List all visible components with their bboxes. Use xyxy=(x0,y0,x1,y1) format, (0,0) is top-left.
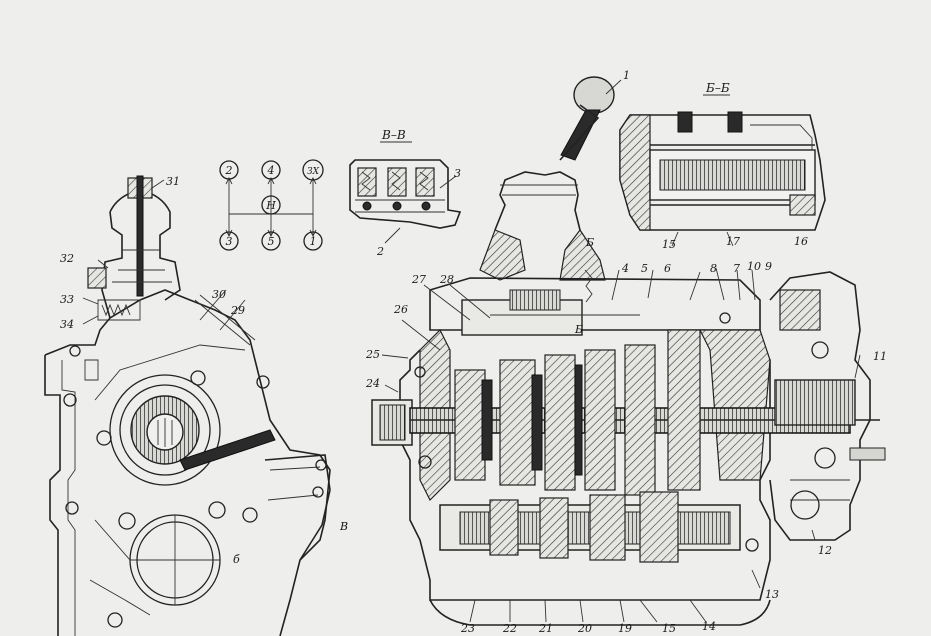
callout-22: 22 xyxy=(502,622,517,635)
callout-10: 10 xyxy=(747,260,761,273)
svg-text:4: 4 xyxy=(267,164,275,177)
callout-3: 3 xyxy=(454,167,461,180)
callout-9: 9 xyxy=(765,260,772,273)
svg-text:ЗХ: ЗХ xyxy=(307,167,320,177)
callout-28: 28 xyxy=(439,273,454,286)
callout-25: 25 xyxy=(365,348,380,361)
callout-17: 17 xyxy=(726,235,740,248)
callout-11: 11 xyxy=(873,350,887,363)
shift-position-reverse: ЗХ xyxy=(302,159,324,181)
callout-13: 13 xyxy=(765,588,779,601)
svg-text:Н: Н xyxy=(265,199,276,212)
shift-position-4: 4 xyxy=(261,160,281,180)
callout-31: 31 xyxy=(166,175,180,188)
callout-24: 24 xyxy=(365,377,380,390)
shift-position-3: 3 xyxy=(219,231,239,251)
callout-20: 20 xyxy=(577,622,592,635)
svg-text:3: 3 xyxy=(226,235,233,248)
section-bb-view: Б–Б xyxy=(619,81,826,231)
section-arrow-v-side: В xyxy=(339,520,348,533)
shift-position-5: 5 xyxy=(261,231,281,251)
callout-32: 32 xyxy=(60,252,74,265)
callout-14: 14 xyxy=(702,620,716,633)
svg-text:5: 5 xyxy=(268,235,275,248)
main-section-view xyxy=(371,76,886,626)
callout-7: 7 xyxy=(733,262,740,275)
callout-12: 12 xyxy=(818,544,832,557)
callout-8: 8 xyxy=(710,262,717,275)
callout-30: 30 xyxy=(212,288,226,301)
callout-23: 23 xyxy=(460,622,475,635)
svg-text:2: 2 xyxy=(225,164,233,177)
callout-5: 5 xyxy=(641,262,648,275)
callout-4: 4 xyxy=(621,262,629,275)
section-arrow-b-left: б xyxy=(233,553,240,566)
section-vv-view: В–В xyxy=(349,128,462,229)
section-label-vv: В–В xyxy=(381,128,406,142)
callout-21: 21 xyxy=(538,622,553,635)
callout-15: 15 xyxy=(662,238,676,251)
callout-labels: 1 2 3 4 5 6 7 8 9 10 11 12 13 14 15 16 1… xyxy=(60,69,887,635)
section-arrow-b-top: Б xyxy=(585,236,594,249)
gear-lever xyxy=(559,76,615,161)
arrow-letters: Б Б В б xyxy=(233,236,594,566)
callout-34: 34 xyxy=(60,318,74,331)
front-view xyxy=(44,175,331,636)
callout-27: 27 xyxy=(411,273,426,286)
shift-position-1: 1 xyxy=(303,231,323,251)
callout-19: 19 xyxy=(618,622,632,635)
callout-2: 2 xyxy=(376,245,384,258)
callout-16: 16 xyxy=(794,235,808,248)
callout-33: 33 xyxy=(60,293,74,306)
callout-29: 29 xyxy=(230,304,245,317)
callout-6: 6 xyxy=(664,262,671,275)
section-label-bb: Б–Б xyxy=(705,81,730,95)
shift-pattern-diagram: 2 4 ЗХ 3 5 1 Н xyxy=(219,159,324,251)
callout-1: 1 xyxy=(623,69,630,82)
shift-position-2: 2 xyxy=(219,160,239,180)
shift-position-neutral: Н xyxy=(261,195,281,215)
section-arrow-b-mid: Б xyxy=(574,323,583,336)
callout-15b: 15 xyxy=(662,622,676,635)
callout-26: 26 xyxy=(393,303,408,316)
svg-text:1: 1 xyxy=(310,235,317,248)
